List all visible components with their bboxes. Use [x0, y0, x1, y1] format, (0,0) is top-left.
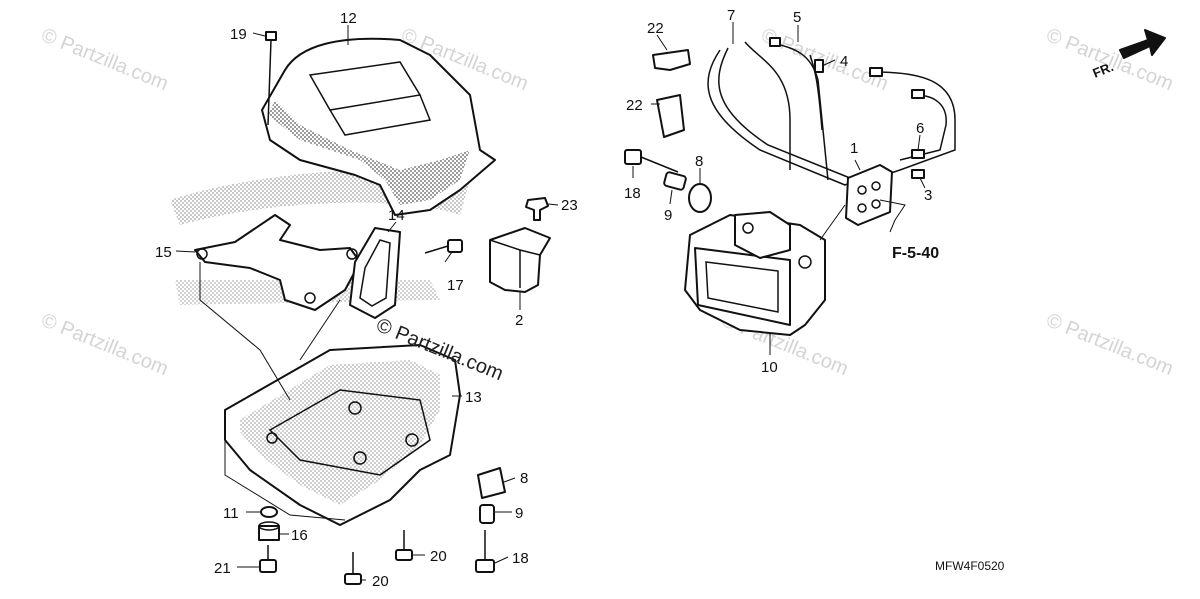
- callout-labels: 19 12 15 14 17 23 2 13 11 16 21 20 20 8 …: [155, 7, 932, 590]
- callout-label: 6: [916, 120, 924, 137]
- front-direction-arrow: FR.: [1091, 29, 1166, 81]
- clip-22-upper: [652, 49, 691, 71]
- callout-label: 12: [340, 10, 357, 27]
- collar-9-left: [479, 504, 495, 524]
- reference-label: F-5-40: [892, 245, 939, 262]
- diagram-code: MFW4F0520: [935, 559, 1005, 573]
- callout-label: 20: [372, 573, 389, 590]
- callout-label: 22: [647, 20, 664, 37]
- callout-label: 2: [515, 312, 523, 329]
- callout-label: 20: [430, 548, 447, 565]
- watermark-text: © Partzilla.com: [38, 24, 171, 95]
- callout-label: 18: [512, 550, 529, 567]
- callout-label: 8: [695, 153, 703, 170]
- callout-label: 1: [850, 140, 858, 157]
- direction-label: FR.: [1091, 59, 1116, 81]
- callout-label: 10: [761, 359, 778, 376]
- gasket-14: [349, 227, 401, 319]
- bolt-18-left: [475, 530, 495, 573]
- bolt-19: [265, 31, 277, 126]
- callout-label: 14: [388, 207, 405, 224]
- callout-label: 3: [924, 187, 932, 204]
- nut-16: [258, 521, 280, 541]
- tray-13: [224, 344, 461, 526]
- clip-23: [525, 197, 549, 221]
- bolt-20-mid: [395, 530, 413, 561]
- callout-label: 5: [793, 9, 801, 26]
- bolt-17: [424, 239, 463, 254]
- leader-lines-right: [632, 22, 926, 355]
- callout-label: 17: [447, 277, 464, 294]
- grommet-8-left: [477, 467, 506, 499]
- callout-label: 18: [624, 185, 641, 202]
- joint-block-1: [845, 164, 893, 226]
- callout-label: 7: [727, 7, 735, 24]
- callout-label: 9: [664, 207, 672, 224]
- callout-label: 19: [230, 26, 247, 43]
- watermark-text: © Partzilla.com: [38, 309, 171, 380]
- callout-label: 15: [155, 244, 172, 261]
- callout-label: 11: [223, 505, 239, 522]
- watermark-text: © Partzilla.com: [1043, 309, 1176, 380]
- bolt-21: [259, 545, 277, 573]
- watermark-text: © Partzilla.com: [758, 24, 891, 95]
- bolt-18-right: [624, 149, 679, 173]
- clip-22-lower: [656, 94, 685, 138]
- callout-label: 23: [561, 197, 578, 214]
- callout-label: 9: [515, 505, 523, 522]
- leader-lines-left: [175, 25, 559, 581]
- brake-pipes: [707, 37, 956, 186]
- callout-label: 4: [840, 53, 848, 70]
- bolt-20-lower: [344, 552, 362, 585]
- abs-modulator-10: [684, 211, 826, 336]
- grommet-8-right: [688, 183, 712, 213]
- washer-11: [260, 506, 278, 518]
- callout-label: 13: [465, 389, 482, 406]
- callout-label: 8: [520, 470, 528, 487]
- callout-label: 16: [291, 527, 308, 544]
- callout-label: 21: [214, 560, 231, 577]
- collar-9-right: [663, 171, 687, 191]
- cover-2: [489, 227, 551, 293]
- part-12-cover: [261, 37, 496, 216]
- callout-label: 22: [626, 97, 643, 114]
